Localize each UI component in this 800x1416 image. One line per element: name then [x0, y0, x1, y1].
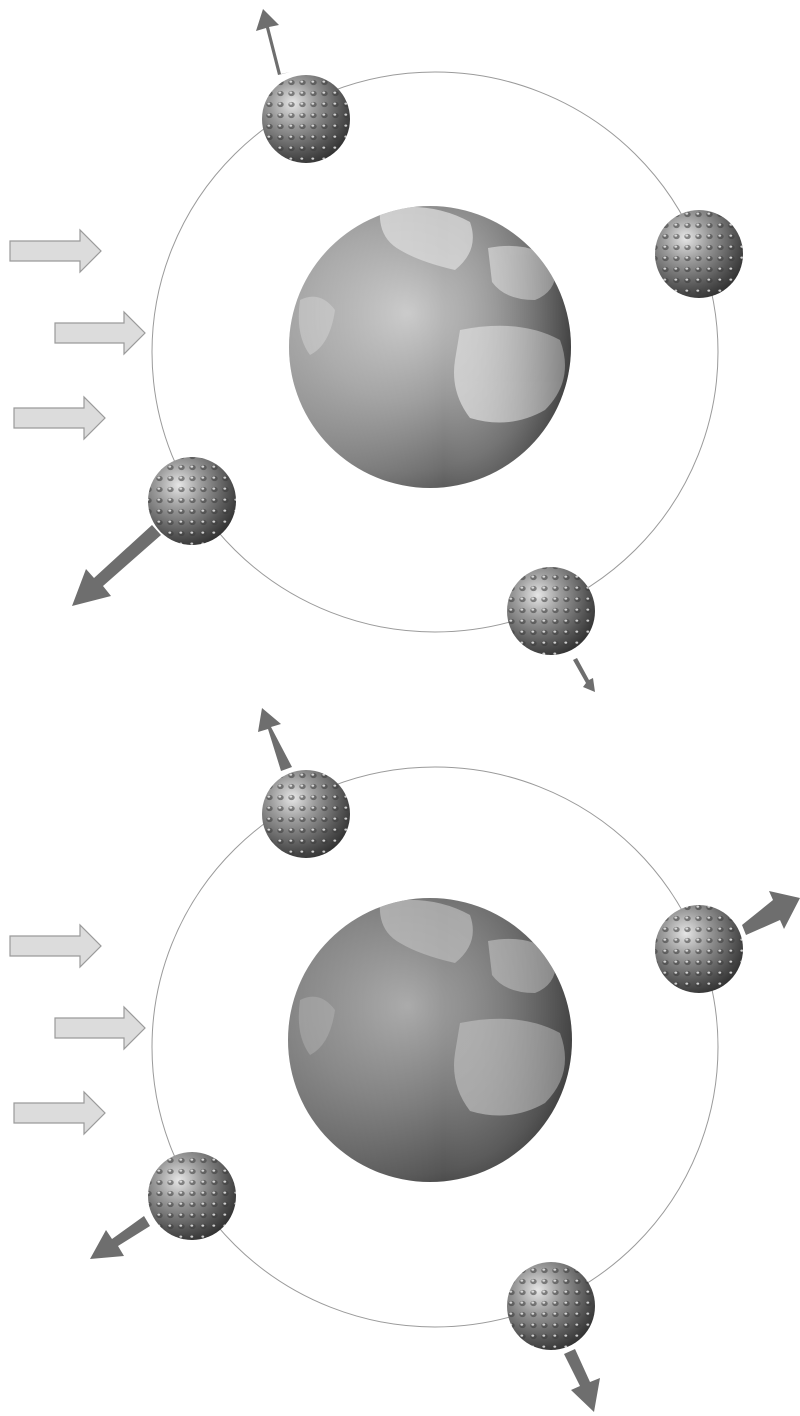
satellite-southwest: [148, 457, 236, 545]
thrust-arrow-icon: [258, 708, 292, 771]
hollow-right-arrow-icon: [13, 395, 106, 441]
hollow-right-arrow-icon: [13, 1090, 106, 1136]
incoming-arrows: [9, 228, 146, 441]
top-panel: [9, 9, 743, 692]
satellite-southeast: [507, 567, 595, 655]
thrust-arrow-icon: [256, 9, 290, 75]
hollow-right-arrow-icon: [54, 1005, 146, 1051]
satellite-east: [655, 905, 743, 993]
hollow-right-arrow-icon: [9, 923, 102, 969]
satellite-southwest: [148, 1152, 236, 1240]
earth-globe-icon: [288, 898, 572, 1182]
thrust-arrow-icon: [90, 1216, 150, 1259]
satellite-north: [262, 75, 350, 163]
thrust-arrow-icon: [564, 1349, 600, 1412]
thrust-arrow-icon: [742, 891, 800, 935]
orbit-path: [151, 766, 719, 1328]
earth-globe-icon: [289, 206, 571, 488]
hollow-right-arrow-icon: [54, 310, 146, 356]
orbit-path: [151, 71, 719, 633]
thrust-arrow-icon: [573, 658, 595, 692]
hollow-right-arrow-icon: [9, 228, 102, 274]
thrust-arrow-icon: [72, 525, 161, 606]
incoming-arrows: [9, 923, 146, 1136]
bottom-panel: [9, 708, 800, 1412]
satellite-north: [262, 770, 350, 858]
satellite-southeast: [507, 1262, 595, 1350]
satellite-east: [655, 210, 743, 298]
